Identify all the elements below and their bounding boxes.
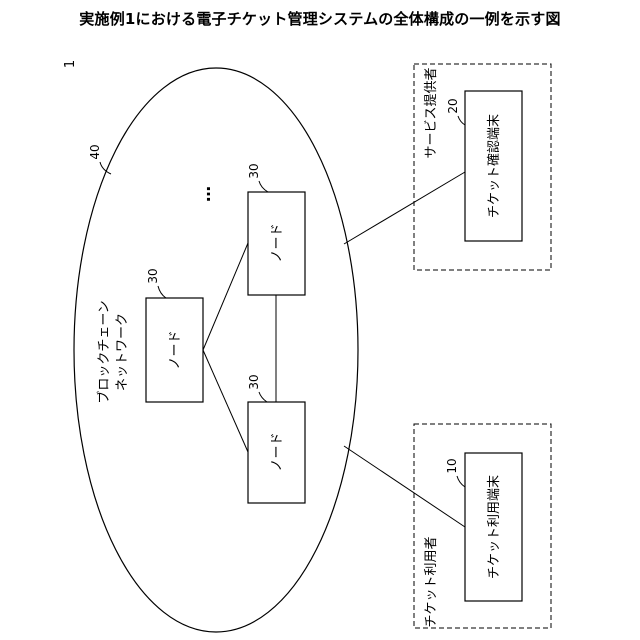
confirm-terminal-ref: 20 [446,98,460,113]
ticket-user-label: チケット利用者 [424,536,439,627]
node-left-ref-leader [158,286,166,298]
link-network-to-use-terminal [344,446,465,527]
network-label-line1: ブロックチェーン [96,300,112,403]
node-top-ref: 30 [247,163,261,178]
node-bottom-label: ノード [270,432,285,471]
node-top-label: ノード [270,223,285,262]
node-bottom-ref: 30 [247,374,261,389]
link-left-node-to-top-node [203,243,248,350]
confirm-terminal-ref-leader [458,116,465,125]
link-left-node-to-bottom-node [203,350,248,452]
more-nodes-ellipsis: … [195,186,214,202]
network-label-line2: ネットワーク [115,313,130,391]
node-top-ref-leader [259,181,268,192]
node-left-ref: 30 [146,268,160,283]
link-network-to-confirm-terminal [344,172,465,244]
node-left-label: ノード [168,330,183,369]
service-provider-label: サービス提供者 [423,67,439,158]
system-ref-label: 1 [63,60,78,68]
network-ref-label: 40 [88,144,102,159]
use-terminal-ref: 10 [445,458,459,473]
ticket-use-terminal-label: チケット利用端末 [487,475,502,579]
use-terminal-ref-leader [457,476,465,487]
ticket-confirm-terminal-label: チケット確認端末 [486,114,502,218]
node-bottom-ref-leader [259,392,267,402]
